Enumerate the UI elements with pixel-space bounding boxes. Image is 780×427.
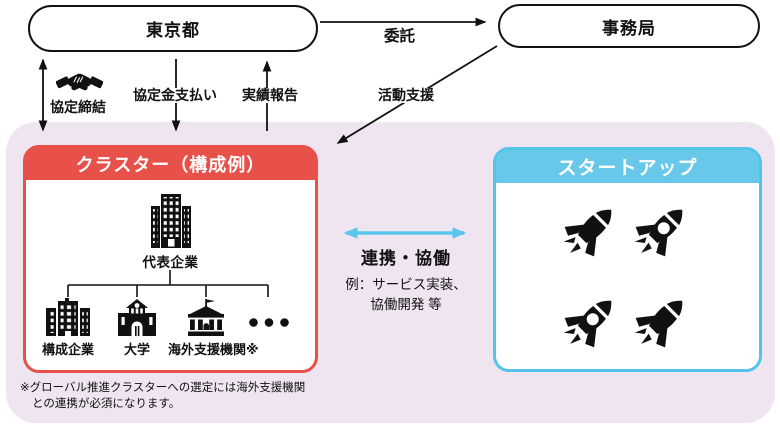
member-label: 大学 <box>123 342 150 357</box>
startup-card: スタートアップ <box>493 147 762 372</box>
university-icon <box>118 299 156 336</box>
member-label: 構成企業 <box>41 342 94 357</box>
representative-company: 代表企業 <box>26 194 315 271</box>
node-tokyo-label: 東京都 <box>146 21 200 40</box>
representative-label: 代表企業 <box>142 255 199 270</box>
node-secretariat: 事務局 <box>498 4 760 48</box>
rocket-icon <box>559 291 621 353</box>
collaboration-example-line2: 協働開発 等 <box>370 296 442 312</box>
delegation-label: 委託 <box>384 28 416 45</box>
report-label: 実績報告 <box>239 87 301 104</box>
member-university: 大学 <box>99 298 175 358</box>
handshake-icon <box>56 73 103 91</box>
rocket-icon <box>559 200 621 262</box>
cluster-title: クラスター（構成例） <box>75 155 266 175</box>
collaboration-example-line1: 例：サービス実装、 <box>345 277 467 292</box>
footnote-line1: ※グローバル推進クラスターへの選定には海外支援機関 <box>20 382 306 394</box>
ellipsis-icon <box>249 318 289 327</box>
cluster-card: クラスター（構成例） 代表企業 <box>23 145 318 373</box>
cluster-card-header: クラスター（構成例） <box>26 148 315 180</box>
office-building-icon <box>150 194 191 248</box>
startup-card-header: スタートアップ <box>496 150 759 183</box>
node-secretariat-label: 事務局 <box>602 18 656 38</box>
company-group-icon <box>46 298 90 336</box>
agreement-label: 協定締結 <box>50 99 106 115</box>
member-label: 海外支援機関※ <box>168 342 259 357</box>
overseas-agency-icon <box>188 299 224 336</box>
member-others <box>231 298 307 331</box>
rocket-icon <box>630 200 692 262</box>
node-tokyo-government: 東京都 <box>28 5 318 52</box>
support-label: 活動支援 <box>375 87 437 104</box>
collaboration-title: 連携・協働 <box>361 249 451 268</box>
footnote-line2: との連携が必須になります。 <box>32 397 181 410</box>
startup-title: スタートアップ <box>557 158 698 179</box>
collaboration-block: 連携・協働 例：サービス実装、 協働開発 等 <box>330 244 482 314</box>
member-company-group: 構成企業 <box>30 298 106 358</box>
member-overseas-agency: 海外支援機関※ <box>168 298 259 358</box>
payment-label: 協定金支払い <box>130 87 220 104</box>
footnote: ※グローバル推進クラスターへの選定には海外支援機関 との連携が必須になります。 <box>20 381 360 412</box>
rocket-icon <box>630 291 692 353</box>
